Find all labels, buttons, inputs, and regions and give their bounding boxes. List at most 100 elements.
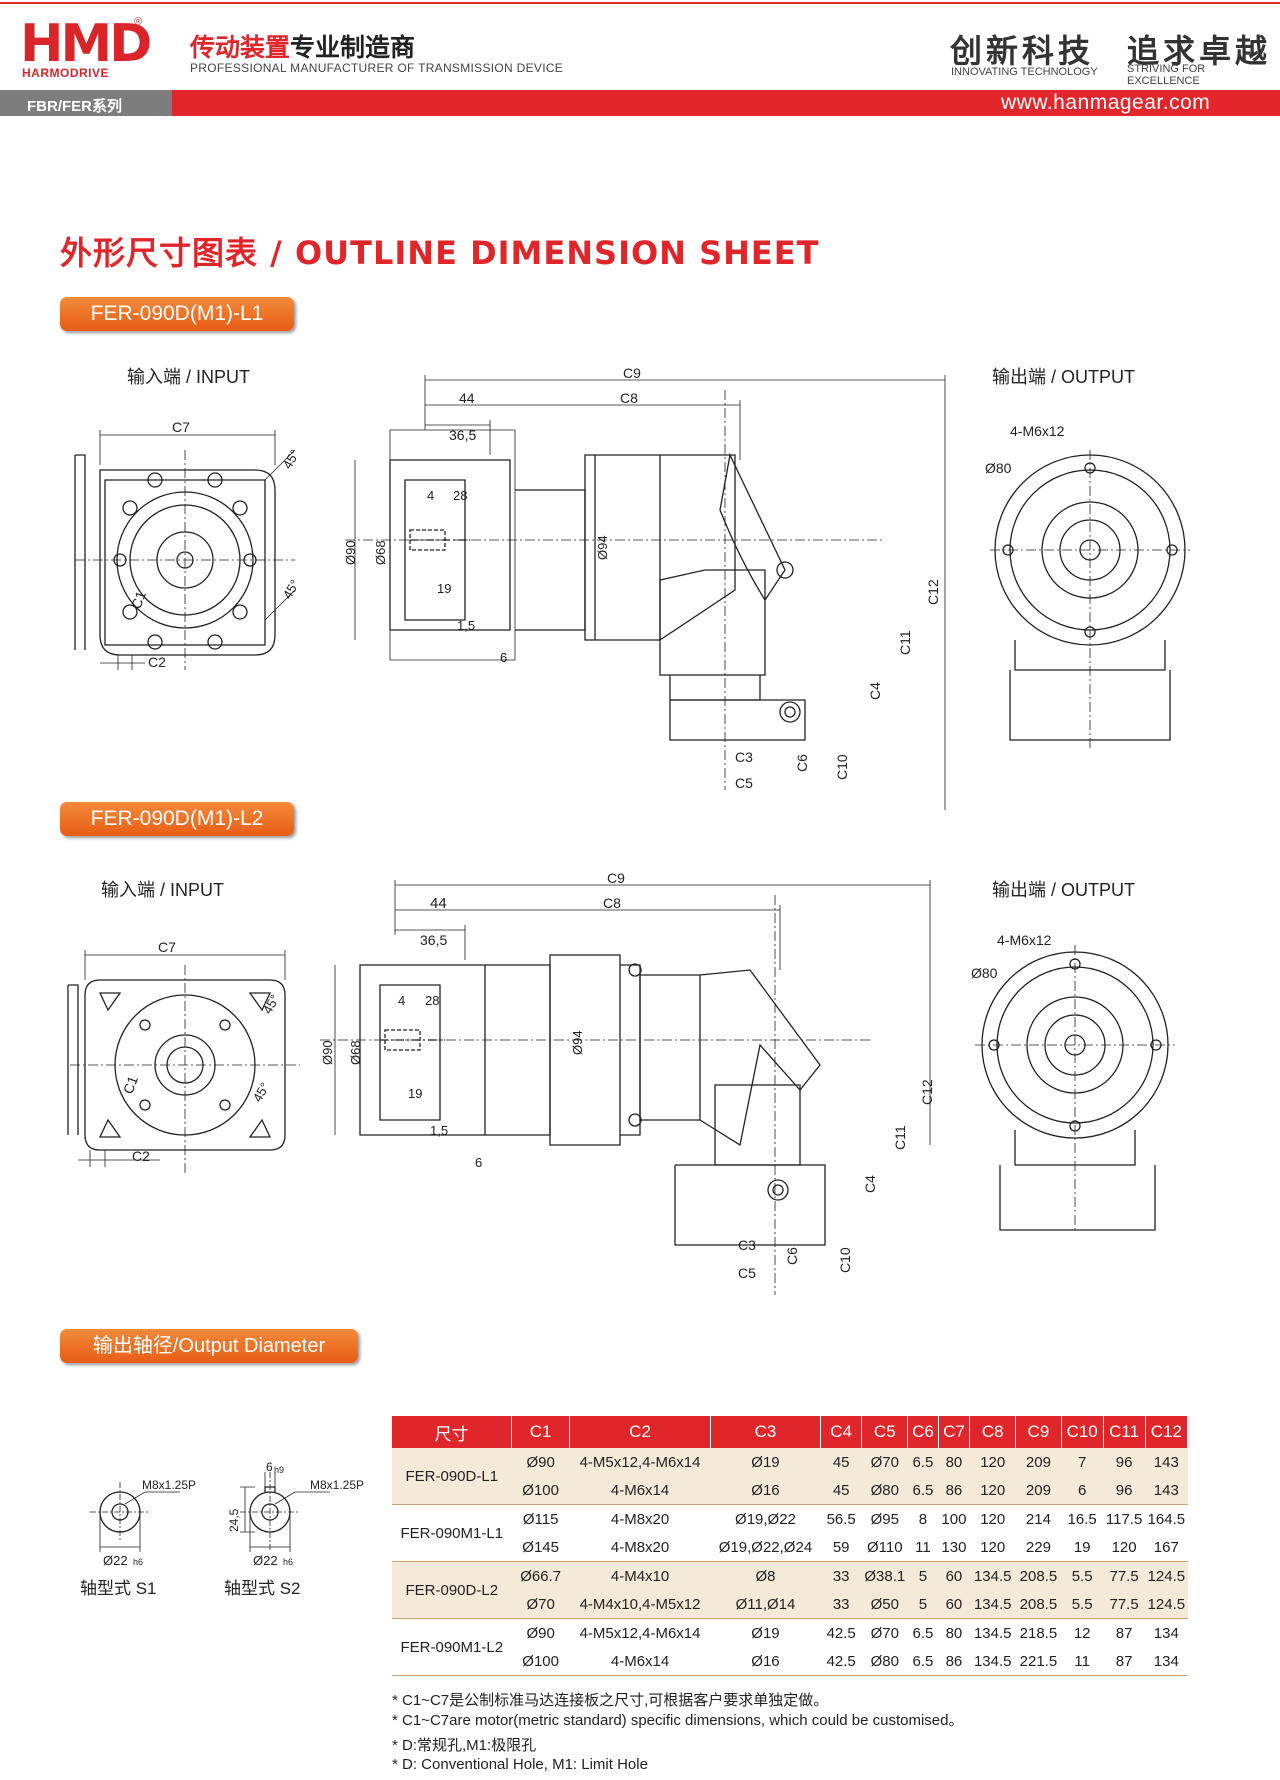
dim-c2-l2: C2 bbox=[132, 1148, 150, 1164]
table-cell: 19 bbox=[1061, 1533, 1104, 1562]
table-cell: Ø100 bbox=[511, 1647, 570, 1676]
website-link[interactable]: www.hanmagear.com bbox=[1001, 91, 1211, 114]
table-cell: 87 bbox=[1115, 1624, 1133, 1642]
table-cell: 86 bbox=[938, 1476, 970, 1505]
dim-c9-l2: C9 bbox=[607, 870, 625, 886]
dim-c1-l2: C1 bbox=[120, 1074, 141, 1096]
angle-45-a-l1: 45° bbox=[280, 447, 303, 472]
table-header: C5 bbox=[861, 1416, 909, 1448]
angle-45-b-l1: 45° bbox=[280, 577, 303, 602]
note-1: * C1~C7是公制标准马达连接板之尺寸,可根据客户要求单独定做。 bbox=[392, 1692, 829, 1709]
table-cell: 4-M6x14 bbox=[569, 1647, 711, 1676]
table-cell: Ø19 bbox=[751, 1624, 780, 1642]
dim-c5-l2: C5 bbox=[738, 1265, 756, 1281]
table-cell: Ø70 bbox=[870, 1624, 899, 1642]
note-2: * C1~C7are motor(metric standard) specif… bbox=[392, 1712, 964, 1729]
model-badge-l2: FER-090D(M1)-L2 bbox=[60, 802, 294, 836]
table-header: C6 bbox=[907, 1416, 939, 1448]
dim-phi90-l2: Ø90 bbox=[320, 1040, 335, 1065]
dim-4-l1: 4 bbox=[427, 488, 434, 503]
dim-15-l2: 1,5 bbox=[430, 1123, 448, 1138]
table-cell: 12 bbox=[1073, 1624, 1091, 1642]
registered-mark: ® bbox=[134, 16, 143, 28]
table-cell: 143 bbox=[1145, 1476, 1188, 1505]
shaft-types-drawing: M8x1.25P Ø22 h6 轴型式 S1 6 h9 M8x1.25P 24,… bbox=[80, 1460, 364, 1598]
table-cell: Ø16 bbox=[710, 1476, 821, 1505]
input-flange-drawing-l1: C7 C2 C1 45° 45° bbox=[74, 419, 303, 670]
s2-dia: Ø22 bbox=[253, 1553, 278, 1568]
brand-logo: HMD bbox=[20, 14, 152, 74]
side-view-drawing-l2: C9 C8 44 36,5 4 28 19 1,5 6 Ø90 Ø68 Ø94 … bbox=[320, 870, 935, 1295]
table-cell: 6 bbox=[1061, 1476, 1104, 1505]
dim-c6-l1: C6 bbox=[794, 754, 810, 772]
table-cell: 6.5 bbox=[907, 1647, 938, 1676]
dim-19-l1: 19 bbox=[437, 581, 451, 596]
dim-c12-l2: C12 bbox=[919, 1079, 935, 1105]
table-cell: Ø95 bbox=[870, 1510, 899, 1528]
table-cell: 6.5 bbox=[907, 1448, 938, 1476]
table-cell: 4-M5x12,4-M6x14 bbox=[569, 1448, 711, 1476]
table-header: C8 bbox=[969, 1416, 1017, 1448]
table-cell: 56.5 bbox=[826, 1510, 856, 1528]
dim-phi90-l1: Ø90 bbox=[343, 540, 358, 565]
brand-logo-sub: HARMODRIVE bbox=[22, 66, 110, 80]
dim-c8-l2: C8 bbox=[603, 895, 621, 911]
table-cell: 60 bbox=[938, 1590, 970, 1619]
s1-thread: M8x1.25P bbox=[142, 1478, 196, 1492]
s1-tol: h6 bbox=[133, 1557, 143, 1567]
table-cell: 120 bbox=[1103, 1533, 1146, 1562]
output-label-l1: 输出端 / OUTPUT bbox=[992, 367, 1135, 387]
table-cell: 6.5 bbox=[907, 1476, 938, 1505]
table-cell: Ø110 bbox=[861, 1533, 908, 1562]
dim-c3-l2: C3 bbox=[738, 1237, 756, 1253]
table-cell: 59 bbox=[820, 1533, 862, 1562]
dim-44-l2: 44 bbox=[430, 895, 447, 912]
table-cell: 86 bbox=[938, 1647, 970, 1676]
dim-365-l2: 36,5 bbox=[420, 932, 447, 948]
dim-c6-l2: C6 bbox=[784, 1247, 800, 1265]
table-cell: 134.5 bbox=[969, 1647, 1016, 1676]
s2-tol: h6 bbox=[283, 1557, 293, 1567]
table-cell: 4-M8x20 bbox=[610, 1510, 670, 1528]
tagline-cn-black: 专业制造商 bbox=[290, 33, 416, 62]
dim-365-l1: 36,5 bbox=[449, 427, 476, 443]
s2-height: 24,5 bbox=[227, 1508, 241, 1532]
s1-label: 轴型式 S1 bbox=[80, 1579, 157, 1598]
dim-28-l1: 28 bbox=[453, 488, 467, 503]
table-cell: Ø50 bbox=[861, 1590, 908, 1619]
dim-c9-l1: C9 bbox=[623, 365, 641, 381]
table-cell: Ø145 bbox=[511, 1533, 570, 1562]
slogan-innovating-en: INNOVATING TECHNOLOGY bbox=[951, 66, 1098, 78]
table-cell: 134.5 bbox=[969, 1590, 1016, 1619]
dim-c3-l1: C3 bbox=[735, 749, 753, 765]
dim-4-l2: 4 bbox=[398, 993, 405, 1008]
table-cell: 60 bbox=[938, 1561, 970, 1590]
table-cell: Ø90 bbox=[511, 1448, 570, 1476]
table-cell: 4-M8x20 bbox=[569, 1533, 711, 1562]
table-cell: 45 bbox=[820, 1448, 862, 1476]
table-cell: 5.5 bbox=[1061, 1561, 1104, 1590]
table-cell: 208.5 bbox=[1015, 1590, 1062, 1619]
table-cell: 4-M4x10 bbox=[569, 1561, 711, 1590]
table-header: C4 bbox=[820, 1416, 863, 1448]
dim-6-l2: 6 bbox=[475, 1155, 482, 1170]
table-cell: 209 bbox=[1015, 1448, 1062, 1476]
series-label: FBR/FER系列 bbox=[27, 98, 122, 115]
table-cell: 120 bbox=[969, 1476, 1016, 1505]
s2-label: 轴型式 S2 bbox=[224, 1579, 301, 1598]
table-cell: Ø19 bbox=[710, 1448, 821, 1476]
table-header: C11 bbox=[1103, 1416, 1146, 1448]
dim-19-l2: 19 bbox=[408, 1086, 422, 1101]
table-cell: 120 bbox=[969, 1448, 1016, 1476]
table-cell: Ø70 bbox=[511, 1590, 570, 1619]
table-cell: 5.5 bbox=[1061, 1590, 1104, 1619]
dim-phi80-l2: Ø80 bbox=[971, 965, 998, 981]
dim-bolt-l2: 4-M6x12 bbox=[997, 932, 1052, 948]
dim-c10-l2: C10 bbox=[837, 1247, 853, 1273]
dim-c8-l1: C8 bbox=[620, 390, 638, 406]
tagline-cn: 传动装置专业制造商 bbox=[190, 28, 415, 64]
